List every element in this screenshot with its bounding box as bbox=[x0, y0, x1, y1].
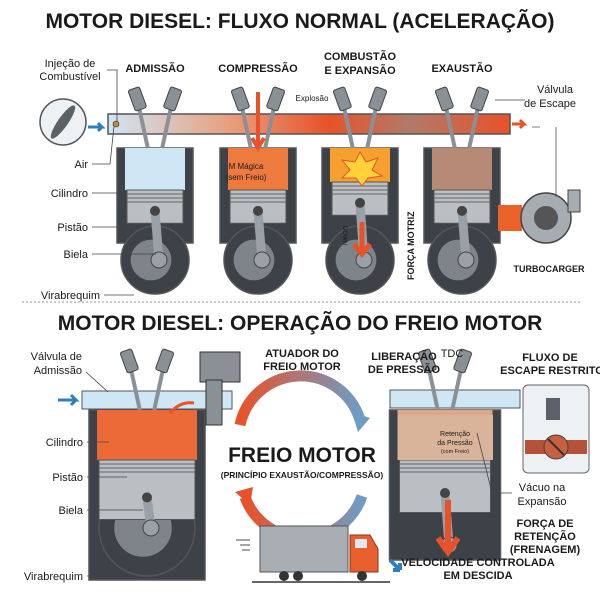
intake-valve-label-2: Admissão bbox=[34, 365, 82, 377]
cycle-arrowhead-top bbox=[352, 412, 370, 432]
pressure-release-label-2: DE PRESSÃO bbox=[368, 363, 441, 376]
piston-pin bbox=[150, 205, 160, 216]
descent-arrow-icon bbox=[388, 558, 402, 572]
valve-spring bbox=[470, 86, 489, 112]
cylinder-label: Cilindro bbox=[51, 188, 88, 200]
restricted-exhaust-label: FLUXO DE bbox=[522, 352, 578, 364]
intake-arrow-icon bbox=[58, 393, 80, 407]
injection-label-2: Combustível bbox=[39, 71, 100, 83]
top-cylinders bbox=[116, 86, 501, 295]
bottom-title: MOTOR DIESEL: OPERAÇÃO DO FREIO MOTOR bbox=[58, 312, 543, 335]
brake-actuator-icon bbox=[168, 351, 241, 426]
injector-icon bbox=[112, 120, 120, 128]
cylinder-4 bbox=[423, 86, 501, 295]
actuator-label: ATUADOR DO bbox=[265, 348, 339, 360]
drive-force-label: FORÇA MOTRIZ bbox=[406, 211, 416, 280]
valve-spring bbox=[163, 86, 182, 112]
crank-pin bbox=[253, 251, 271, 269]
top-title: MOTOR DIESEL: FLUXO NORMAL (ACELERAÇÃO) bbox=[45, 10, 554, 33]
retention-force-label-3: (FRENAGEM) bbox=[510, 544, 581, 556]
combustion-chamber bbox=[432, 148, 492, 190]
valve-spring bbox=[418, 348, 437, 374]
explosion-icon bbox=[340, 150, 384, 187]
vacuum-label: Vácuo na bbox=[519, 482, 566, 494]
valve-spring bbox=[231, 86, 250, 112]
combustion-chamber bbox=[97, 410, 197, 460]
piston-pin bbox=[440, 488, 450, 498]
intake-arrow-icon bbox=[88, 121, 106, 133]
bottom-piston-label: Pistão bbox=[52, 472, 83, 484]
compression-arrow-icon bbox=[250, 92, 266, 152]
valve-spring bbox=[120, 348, 139, 374]
crank-pin bbox=[457, 251, 475, 269]
magic-label-2: (sem Freio) bbox=[226, 173, 267, 182]
fan-icon bbox=[39, 98, 87, 146]
cycle-arrowhead-bottom bbox=[235, 487, 253, 505]
power-stroke-arrow-icon bbox=[352, 222, 372, 259]
bottom-rod-label: Biela bbox=[59, 505, 84, 517]
restricted-exhaust-label-2: ESCAPE RESTRITO bbox=[500, 365, 600, 377]
combustion-chamber bbox=[228, 148, 288, 190]
brake-retention-cylinder bbox=[388, 348, 521, 561]
crank-pin bbox=[142, 519, 160, 537]
crankshaft-label: Virabrequim bbox=[41, 290, 100, 302]
retention-label: Retenção bbox=[440, 431, 470, 438]
piston-pin bbox=[253, 205, 263, 216]
crank-pin bbox=[150, 251, 168, 269]
brake-engine-cylinder bbox=[58, 348, 233, 581]
intake-valve-label: Válvula de bbox=[31, 351, 82, 363]
manifold bbox=[107, 113, 511, 135]
retention-force-arrow-icon bbox=[435, 500, 461, 558]
retention-chamber bbox=[398, 415, 493, 460]
valve-spring bbox=[266, 86, 285, 112]
stroke-exhaust-label: EXAUSTÃO bbox=[431, 62, 493, 75]
pressure-release-label: LIBERAÇÃO bbox=[371, 350, 437, 363]
brake-subtitle: (PRINCÍPIO EXAUSTÃO/COMPRESSÃO) bbox=[221, 470, 384, 480]
piston-pin bbox=[457, 205, 467, 216]
piston-label: Pistão bbox=[57, 222, 88, 234]
truck-icon bbox=[236, 525, 390, 583]
down-label: DOWN bbox=[341, 226, 347, 245]
exhaust-brake-valve-icon bbox=[522, 384, 590, 474]
retention-label-3: (com Freio) bbox=[441, 449, 469, 455]
valve-spring bbox=[333, 86, 352, 112]
cylinder-1 bbox=[116, 86, 194, 295]
retention-label-2: da Pressão bbox=[437, 440, 473, 447]
stroke-intake-label: ADMISSÃO bbox=[125, 62, 185, 75]
cycle-arrow-top bbox=[234, 370, 366, 427]
valve-spring bbox=[453, 348, 472, 374]
speed-label: VELOCIDADE CONTROLADA bbox=[401, 557, 554, 569]
valve-spring bbox=[435, 86, 454, 112]
stroke-combustion-label: COMBUSTÃO bbox=[324, 50, 397, 63]
exhaust-valve-label: Válvula bbox=[537, 84, 574, 96]
retention-force-label-2: RETENÇÃO bbox=[514, 530, 576, 543]
combustion-chamber bbox=[125, 148, 185, 190]
turbocharger-icon bbox=[498, 118, 581, 244]
tdc-label: TDC bbox=[441, 348, 464, 360]
valve-spring bbox=[128, 86, 147, 112]
retention-force-label: FORÇA DE bbox=[516, 518, 573, 530]
stroke-compression-label: COMPRESSÃO bbox=[218, 62, 298, 75]
explosion-label: Explosão bbox=[296, 94, 329, 103]
brake-title: FREIO MOTOR bbox=[228, 444, 376, 467]
rod-label: Biela bbox=[64, 249, 89, 261]
valve-spring bbox=[155, 348, 174, 374]
actuator-label-2: FREIO MOTOR bbox=[263, 361, 340, 373]
air-label: Air bbox=[75, 159, 89, 171]
stroke-expansion-label: E EXPANSÃO bbox=[324, 64, 396, 77]
piston-pin bbox=[142, 492, 152, 503]
cylinder-2 bbox=[219, 86, 297, 295]
bottom-crankshaft-label: Virabrequim bbox=[24, 571, 83, 583]
vacuum-label-2: Expansão bbox=[518, 496, 567, 508]
magic-label: M Mágica bbox=[229, 162, 264, 171]
exhaust-valve-label-2: de Escape bbox=[524, 98, 576, 110]
speed-label-2: EM DESCIDA bbox=[443, 570, 512, 582]
valve-spring bbox=[368, 86, 387, 112]
injection-label: Injeção de bbox=[45, 58, 96, 70]
turbo-label: TURBOCARGER bbox=[514, 264, 585, 274]
piston-pin bbox=[355, 197, 365, 208]
bottom-cylinder-label: Cilindro bbox=[46, 437, 83, 449]
